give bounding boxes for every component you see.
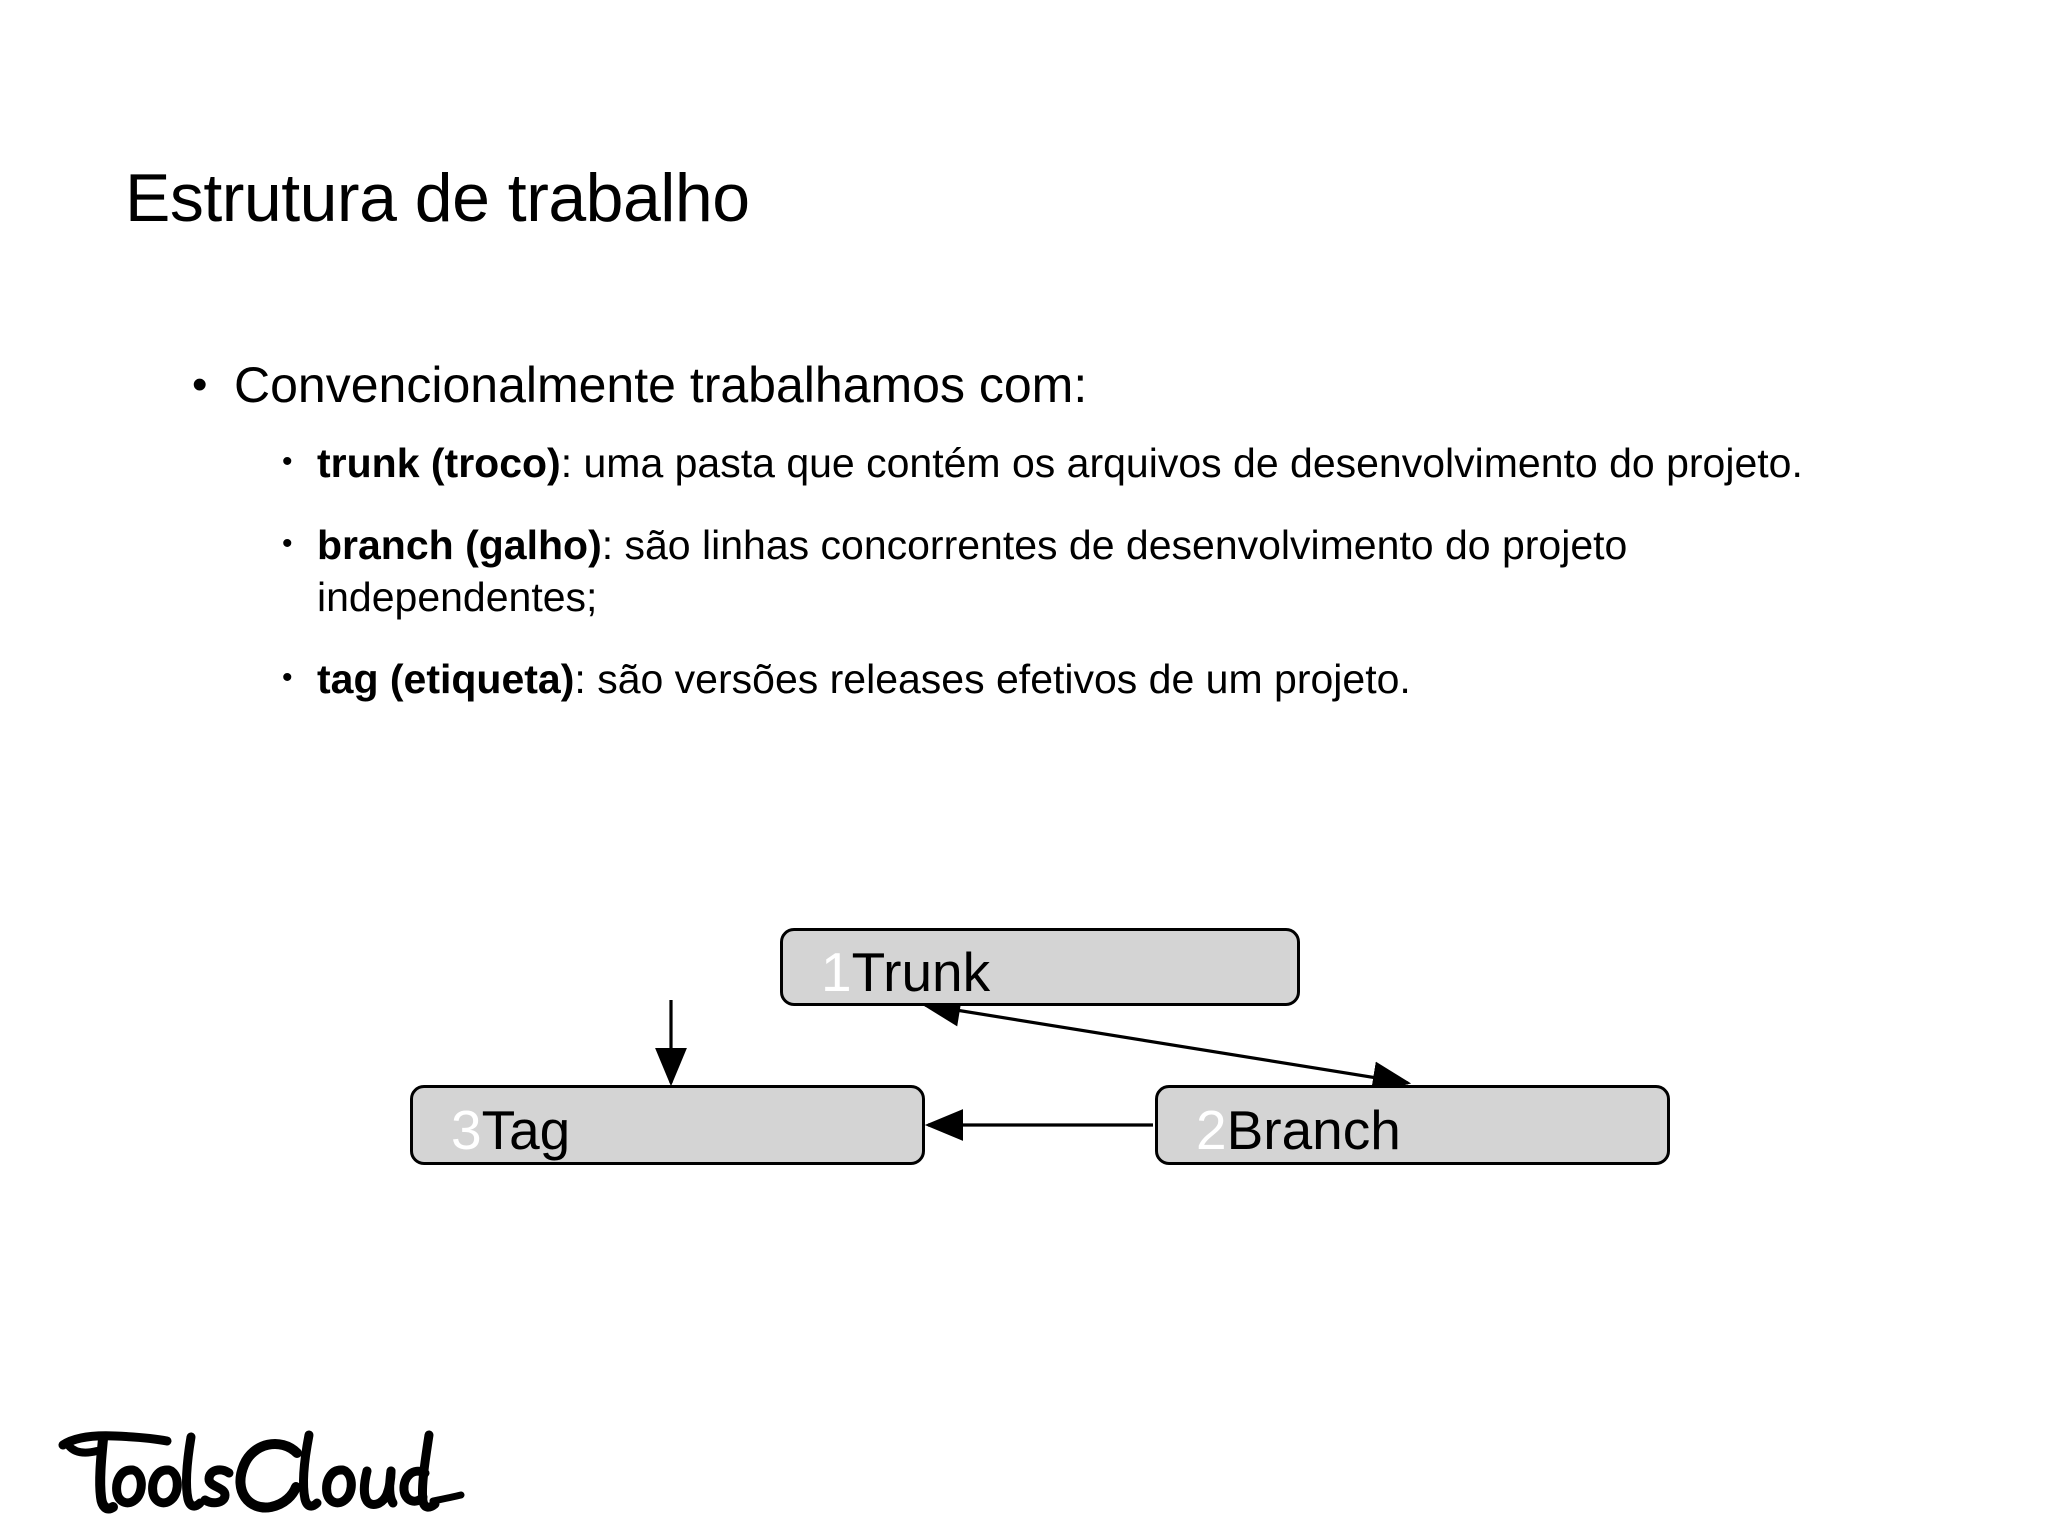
bullet-dot-icon: • — [282, 445, 293, 478]
diagram-node-tag-number: 3 — [451, 1098, 482, 1161]
sub-bullet-trunk: • trunk (troco): uma pasta que contém os… — [280, 437, 1890, 489]
sub-bullet-tag: • tag (etiqueta): são versões releases e… — [280, 653, 1890, 705]
bullet-dot-icon: • — [192, 360, 208, 409]
diagram-node-trunk-text: Trunk — [851, 940, 991, 1003]
diagram-node-trunk[interactable]: 1Trunk — [780, 928, 1300, 1006]
diagram-node-tag[interactable]: 3Tag — [410, 1085, 925, 1165]
sub-bullet-tag-description: : são versões releases efetivos de um pr… — [574, 656, 1411, 702]
bullet-level1-text: Convencionalmente trabalhamos com: — [234, 357, 1088, 413]
tools-cloud-logo — [58, 1430, 465, 1514]
sub-bullet-branch: • branch (galho): são linhas concorrente… — [280, 519, 1890, 623]
sub-bullet-branch-term: branch (galho) — [317, 522, 602, 568]
diagram-node-tag-text: Tag — [481, 1098, 571, 1161]
sub-bullet-tag-term: tag (etiqueta) — [317, 656, 575, 702]
sub-bullet-list: • trunk (troco): uma pasta que contém os… — [190, 437, 1890, 705]
diagram-node-branch[interactable]: 2Branch — [1155, 1085, 1670, 1165]
sub-bullet-trunk-description: : uma pasta que contém os arquivos de de… — [560, 440, 1803, 486]
diagram-node-tag-label: 3Tag — [451, 1102, 570, 1158]
bullet-dot-icon: • — [282, 661, 293, 694]
diagram-node-trunk-label: 1Trunk — [821, 944, 990, 1000]
body-content: • Convencionalmente trabalhamos com: • t… — [190, 355, 1890, 735]
page-title: Estrutura de trabalho — [125, 160, 750, 236]
bullet-level1: • Convencionalmente trabalhamos com: — [190, 355, 1890, 415]
bullet-dot-icon: • — [282, 527, 293, 560]
sub-bullet-trunk-term: trunk (troco) — [317, 440, 561, 486]
diagram-node-branch-number: 2 — [1196, 1098, 1227, 1161]
edge-trunk-branch — [921, 994, 1412, 1094]
diagram-node-branch-label: 2Branch — [1196, 1102, 1401, 1158]
sub-bullet-branch-description: : são linhas concorrentes de desenvolvim… — [317, 522, 1628, 620]
diagram-node-trunk-number: 1 — [821, 940, 852, 1003]
diagram-node-branch-text: Branch — [1226, 1098, 1401, 1161]
